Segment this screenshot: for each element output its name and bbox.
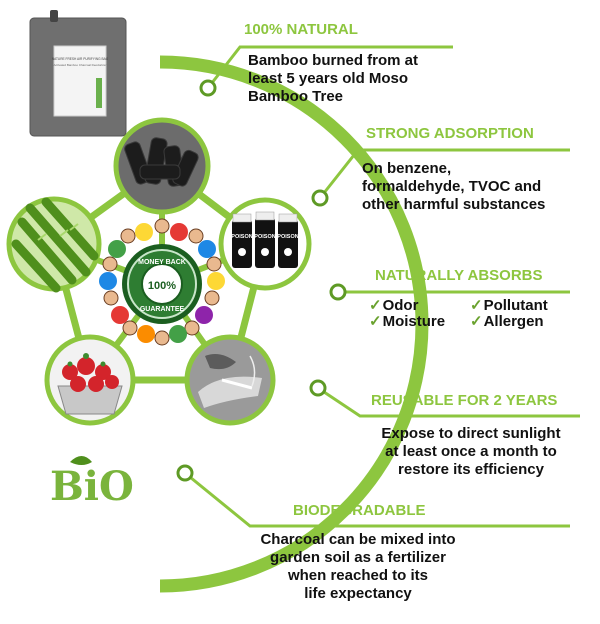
bag-label-line: NATURE FRESH AIR PURIFYING BAG	[52, 57, 109, 61]
arc-dot	[311, 189, 329, 207]
text-line: garden soil as a fertilizer	[270, 549, 446, 566]
text-line: at least once a month to	[385, 443, 557, 460]
text-line: other harmful substances	[362, 196, 546, 213]
text-line: restore its efficiency	[398, 461, 544, 478]
connector-adsorption	[318, 148, 570, 199]
arc-dot	[309, 379, 327, 397]
charcoal-pieces-icon	[113, 117, 211, 215]
text-line: when reached to its	[287, 567, 429, 584]
text-line: Bamboo burned from at	[248, 52, 419, 69]
poison-label: POISON	[277, 234, 298, 240]
text-line: Charcoal can be mixed into	[260, 531, 456, 548]
check-mark-icon: ✓	[369, 313, 382, 330]
strawberries-basket-icon	[44, 334, 136, 426]
poison-label: POISON	[254, 234, 275, 240]
check-item-label: Allergen	[483, 313, 544, 330]
bio-logo-text: BiO	[50, 463, 134, 510]
heading-absorbs: NATURALLY ABSORBS	[375, 267, 543, 284]
heading-natural: 100% NATURAL	[244, 21, 358, 38]
check-mark-icon: ✓	[470, 297, 483, 314]
outer-arc	[159, 55, 429, 593]
poison-bottles-icon: POISON POISON POISON	[218, 197, 312, 291]
check-item-label: Odor	[382, 297, 419, 314]
check-item-moisture: ✓Moisture	[369, 312, 445, 330]
text-line: Bamboo Tree	[248, 88, 344, 105]
connector-reusable	[317, 386, 580, 418]
arc-dot	[329, 283, 347, 301]
check-item-pollutant: ✓Pollutant	[470, 296, 548, 314]
arc-dot	[176, 464, 194, 482]
text-biodegradable: Charcoal can be mixed into garden soil a…	[236, 531, 480, 603]
charcoal-bag-icon: NATURE FRESH AIR PURIFYING BAG Activated…	[29, 10, 127, 137]
heading-adsorption: STRONG ADSORPTION	[366, 125, 534, 142]
text-line: life expectancy	[304, 585, 412, 602]
bag-label-line: Activated Bamboo Charcoal Deodorizer	[54, 63, 107, 67]
heading-biodegradable: BIODEGRADABLE	[293, 502, 426, 519]
badge-bottom-text: GUARANTEE	[140, 306, 185, 313]
bio-logo-icon: BiO	[50, 456, 134, 510]
check-mark-icon: ✓	[369, 297, 382, 314]
text-line: Expose to direct sunlight	[381, 425, 561, 442]
money-back-guarantee-badge-icon: MONEY BACK 100% GUARANTEE	[99, 218, 225, 346]
smoking-hand-icon	[184, 334, 276, 426]
connector-biodegradable	[184, 471, 570, 528]
text-reusable: Expose to direct sunlight at least once …	[360, 425, 582, 479]
heading-reusable: REUSABLE FOR 2 YEARS	[371, 392, 558, 409]
check-item-label: Pollutant	[483, 297, 548, 314]
badge-value: 100%	[148, 280, 176, 292]
check-item-odor: ✓Odor	[369, 296, 418, 314]
check-item-label: Moisture	[382, 313, 446, 330]
check-item-allergen: ✓Allergen	[470, 312, 544, 330]
text-adsorption: On benzene, formaldehyde, TVOC and other…	[362, 160, 545, 214]
poison-label: POISON	[231, 234, 252, 240]
text-natural: Bamboo burned from at least 5 years old …	[248, 52, 418, 106]
check-mark-icon: ✓	[470, 313, 483, 330]
bamboo-stalks-icon	[6, 196, 102, 293]
badge-top-text: MONEY BACK	[138, 259, 186, 266]
text-line: least 5 years old Moso	[248, 70, 409, 87]
arc-dot	[199, 79, 217, 97]
connector-natural	[206, 45, 453, 89]
text-line: On benzene,	[362, 160, 452, 177]
text-line: formaldehyde, TVOC and	[362, 178, 542, 195]
